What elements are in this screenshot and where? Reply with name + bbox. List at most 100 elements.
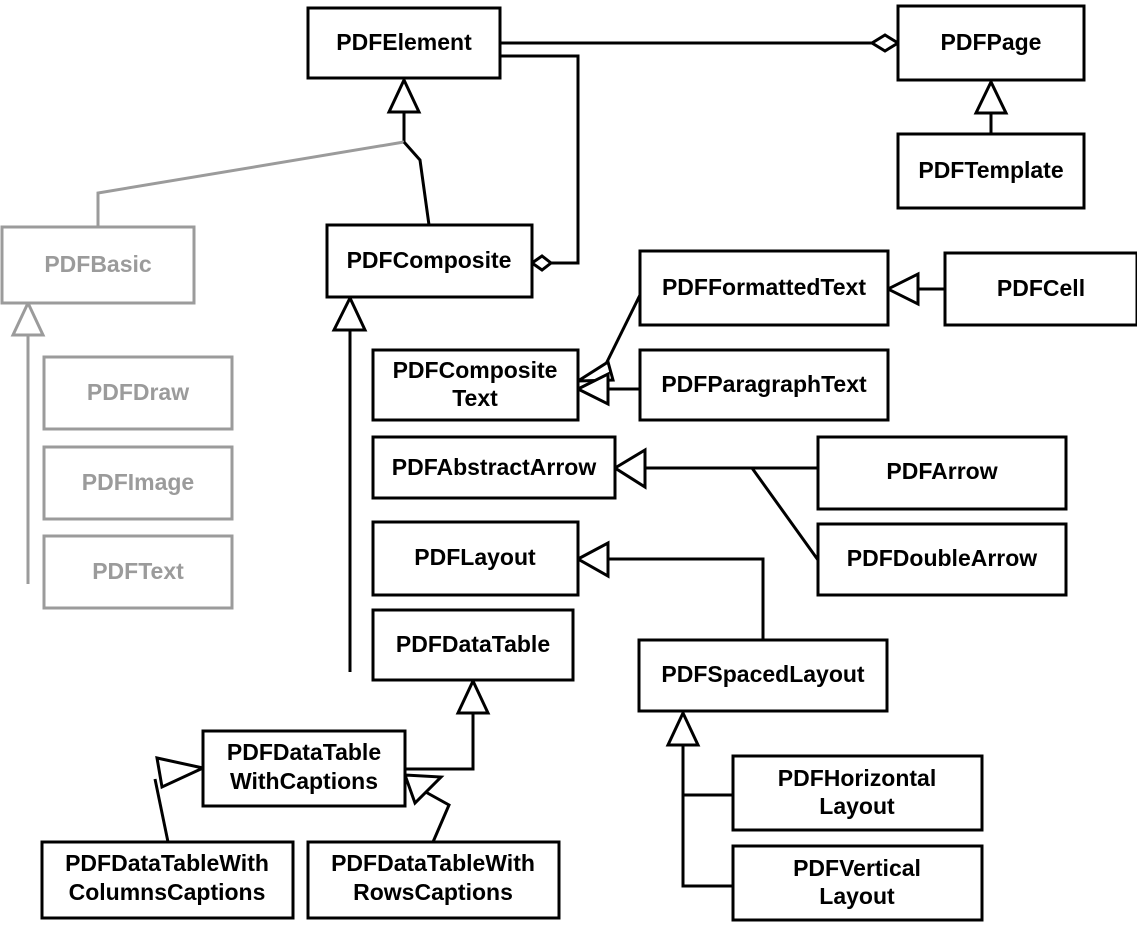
inheritance-arrow-pdfelement	[386, 76, 422, 114]
class-node-pdfdatatable[interactable]: PDFDataTable	[371, 608, 575, 682]
edge-pdfdatatablewithcaptions-pdfdatatable	[405, 713, 475, 771]
class-box-layer: PDFElement PDFPage PDFTemplate PDFBasic …	[0, 4, 1137, 922]
class-box-pdfdatatable[interactable]	[371, 608, 575, 682]
class-label-pdfabstractarrow: PDFAbstractArrow	[392, 454, 597, 480]
class-node-pdftext[interactable]: PDFText	[42, 534, 234, 610]
class-label-pdfcomposite: PDFComposite	[347, 247, 512, 273]
edge-layer	[10, 33, 1009, 888]
class-label-pdftemplate: PDFTemplate	[918, 157, 1063, 183]
aggregation-diamond-pdfcomposite	[529, 254, 554, 272]
edge-rowscaptions-to-withcaptions	[421, 788, 451, 843]
inheritance-arrow-pdfcompositetext-paragraph	[574, 371, 610, 407]
class-label-pdfdatatablewithcaptions-line1: PDFDataTable	[227, 739, 381, 765]
class-node-pdflayout[interactable]: PDFLayout	[371, 520, 580, 597]
class-label-pdfcompositetext-line1: PDFComposite	[393, 357, 558, 383]
class-node-pdftemplate[interactable]: PDFTemplate	[896, 132, 1086, 210]
inheritance-arrow-pdfdatatable	[455, 677, 491, 715]
class-box-pdfabstractarrow[interactable]	[371, 435, 617, 500]
class-label-pdfdatatablewithcolumnscaptions-line1: PDFDataTableWith	[65, 850, 269, 876]
class-node-pdfarrow[interactable]: PDFArrow	[816, 435, 1068, 511]
class-node-pdfcomposite[interactable]: PDFComposite	[325, 223, 534, 299]
inheritance-arrow-pdfabstractarrow	[612, 447, 647, 490]
edge-pdfformattedtext-pdfcompositetext	[602, 294, 642, 369]
edge-pdfelement-pdfcomposite-aggregation	[500, 54, 580, 265]
class-box-pdfpage[interactable]	[896, 4, 1086, 82]
class-node-pdfverticallayout[interactable]: PDFVertical Layout	[731, 844, 984, 922]
class-label-pdfcell: PDFCell	[997, 275, 1085, 301]
class-box-pdfdatatablewithrowscaptions[interactable]	[306, 840, 561, 920]
class-label-pdflayout: PDFLayout	[414, 544, 536, 570]
edge-fork-to-pdfbasic	[96, 140, 405, 227]
class-node-pdfdatatablewithrowscaptions[interactable]: PDFDataTableWith RowsCaptions	[306, 840, 561, 920]
class-label-pdfdatatablewithrowscaptions-line2: RowsCaptions	[353, 879, 513, 905]
class-node-pdfdatatablewithcolumnscaptions[interactable]: PDFDataTableWith ColumnsCaptions	[40, 840, 295, 920]
class-box-pdfdraw[interactable]	[42, 355, 234, 431]
inheritance-arrow-withcaptions-left	[155, 756, 208, 790]
class-box-pdfdatatablewithcolumnscaptions[interactable]	[40, 840, 295, 920]
class-node-pdfdoublearrow[interactable]: PDFDoubleArrow	[816, 522, 1068, 597]
edge-columnscaptions-to-withcaptions	[153, 778, 170, 843]
class-label-pdfspacedlayout: PDFSpacedLayout	[661, 661, 865, 687]
class-box-pdfcell[interactable]	[943, 251, 1137, 327]
class-label-pdfdraw: PDFDraw	[87, 379, 189, 405]
class-box-pdftemplate[interactable]	[896, 132, 1086, 210]
class-box-pdfcompositetext[interactable]	[371, 348, 580, 422]
class-node-pdfbasic[interactable]: PDFBasic	[0, 225, 196, 305]
class-label-pdfbasic: PDFBasic	[44, 251, 152, 277]
class-box-pdfbasic[interactable]	[0, 225, 196, 305]
class-label-pdfpage: PDFPage	[941, 29, 1042, 55]
class-box-pdfcomposite[interactable]	[325, 223, 534, 299]
class-box-pdfparagraphtext[interactable]	[638, 348, 890, 422]
class-node-pdfspacedlayout[interactable]: PDFSpacedLayout	[637, 638, 889, 713]
class-label-pdfelement: PDFElement	[336, 29, 472, 55]
edge-spacedlayout-children-rail	[681, 745, 733, 888]
class-box-pdfverticallayout[interactable]	[731, 844, 984, 922]
class-node-pdfabstractarrow[interactable]: PDFAbstractArrow	[371, 435, 617, 500]
class-label-pdfcompositetext-line2: Text	[452, 385, 498, 411]
class-box-pdflayout[interactable]	[371, 520, 580, 597]
class-box-pdfarrow[interactable]	[816, 435, 1068, 511]
class-node-pdfcompositetext[interactable]: PDFComposite Text	[371, 348, 580, 422]
class-box-pdftext[interactable]	[42, 534, 234, 610]
class-box-pdfdoublearrow[interactable]	[816, 522, 1068, 597]
class-node-pdfpage[interactable]: PDFPage	[896, 4, 1086, 82]
class-box-pdfhorizontallayout[interactable]	[731, 754, 984, 832]
class-box-pdfimage[interactable]	[42, 445, 234, 521]
class-box-pdfelement[interactable]	[306, 6, 502, 80]
class-label-pdfverticallayout-line1: PDFVertical	[793, 855, 921, 881]
edge-pdfdoublearrow-to-fork	[645, 466, 820, 561]
class-box-pdfdatatablewithcaptions[interactable]	[201, 729, 407, 808]
class-box-pdfformattedtext[interactable]	[638, 249, 890, 327]
class-node-pdfelement[interactable]: PDFElement	[306, 6, 502, 80]
class-node-pdfimage[interactable]: PDFImage	[42, 445, 234, 521]
class-label-pdfparagraphtext: PDFParagraphText	[661, 371, 867, 397]
class-label-pdfhorizontallayout-line2: Layout	[819, 793, 895, 819]
class-node-pdfhorizontallayout[interactable]: PDFHorizontal Layout	[731, 754, 984, 832]
edge-fork-to-pdfcomposite	[402, 141, 431, 226]
aggregation-diamond-pdfpage	[869, 33, 901, 53]
class-label-pdfimage: PDFImage	[82, 469, 194, 495]
class-node-pdfparagraphtext[interactable]: PDFParagraphText	[638, 348, 890, 422]
class-node-pdfformattedtext[interactable]: PDFFormattedText	[638, 249, 890, 327]
inheritance-arrow-pdfbasic	[10, 299, 46, 337]
inheritance-arrow-pdfpage	[973, 78, 1009, 115]
edge-pdfspacedlayout-pdflayout	[608, 557, 765, 640]
class-label-pdfarrow: PDFArrow	[886, 458, 997, 484]
class-label-pdfformattedtext: PDFFormattedText	[662, 274, 866, 300]
inheritance-arrow-pdflayout	[574, 540, 610, 579]
class-label-pdfdatatablewithrowscaptions-line1: PDFDataTableWith	[331, 850, 535, 876]
inheritance-arrow-pdfformattedtext	[884, 271, 920, 307]
class-label-pdfverticallayout-line2: Layout	[819, 883, 895, 909]
class-node-pdfdatatablewithcaptions[interactable]: PDFDataTable WithCaptions	[201, 729, 407, 808]
class-label-pdfdoublearrow: PDFDoubleArrow	[847, 545, 1038, 571]
class-label-pdftext: PDFText	[92, 558, 184, 584]
class-label-pdfdatatablewithcolumnscaptions-line2: ColumnsCaptions	[69, 879, 266, 905]
class-label-pdfdatatable: PDFDataTable	[396, 631, 550, 657]
class-node-pdfdraw[interactable]: PDFDraw	[42, 355, 234, 431]
class-box-pdfspacedlayout[interactable]	[637, 638, 889, 713]
class-node-pdfcell[interactable]: PDFCell	[943, 251, 1137, 327]
inheritance-arrow-pdfcomposite	[331, 294, 368, 332]
class-label-pdfdatatablewithcaptions-line2: WithCaptions	[230, 768, 378, 794]
